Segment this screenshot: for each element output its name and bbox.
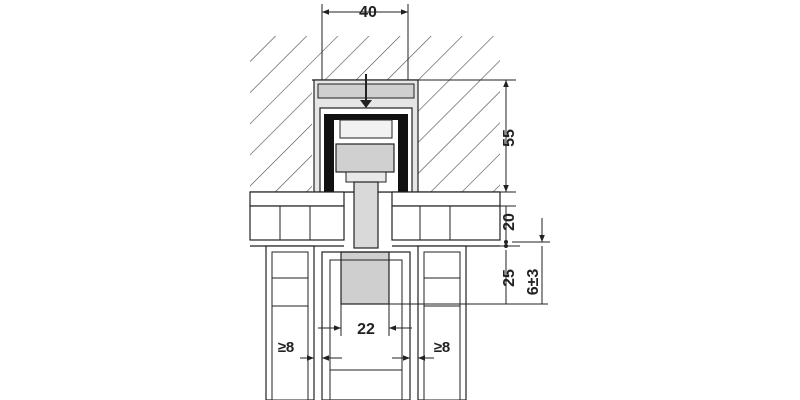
dim-22: 22 xyxy=(318,304,412,338)
dim-6pm3: 6±3 xyxy=(389,218,550,305)
carrier-block xyxy=(340,251,390,305)
dim-22-label: 22 xyxy=(357,321,375,338)
door-left xyxy=(265,245,315,400)
dim-55-label: 55 xyxy=(501,129,518,147)
track-profile xyxy=(313,74,419,196)
dim-6pm3-label: 6±3 xyxy=(525,269,542,296)
dim-40-label: 40 xyxy=(359,4,377,21)
dim-clearance-right: ≥8 xyxy=(392,339,451,361)
dim-55: 55 xyxy=(418,79,518,193)
dim-25: 25 xyxy=(410,244,520,304)
dim-clearance-left-label: ≥8 xyxy=(278,339,295,356)
hanger-rod xyxy=(353,181,379,249)
dim-25-label: 25 xyxy=(501,269,518,287)
door-center xyxy=(321,251,411,400)
dim-clearance-right-label: ≥8 xyxy=(434,339,451,356)
dim-clearance-left: ≥8 xyxy=(278,339,342,361)
door-right xyxy=(417,245,467,400)
dim-40: 40 xyxy=(321,4,409,80)
dim-20-label: 20 xyxy=(501,213,518,231)
header-panel xyxy=(249,191,501,247)
dim-20: 20 xyxy=(500,205,518,244)
